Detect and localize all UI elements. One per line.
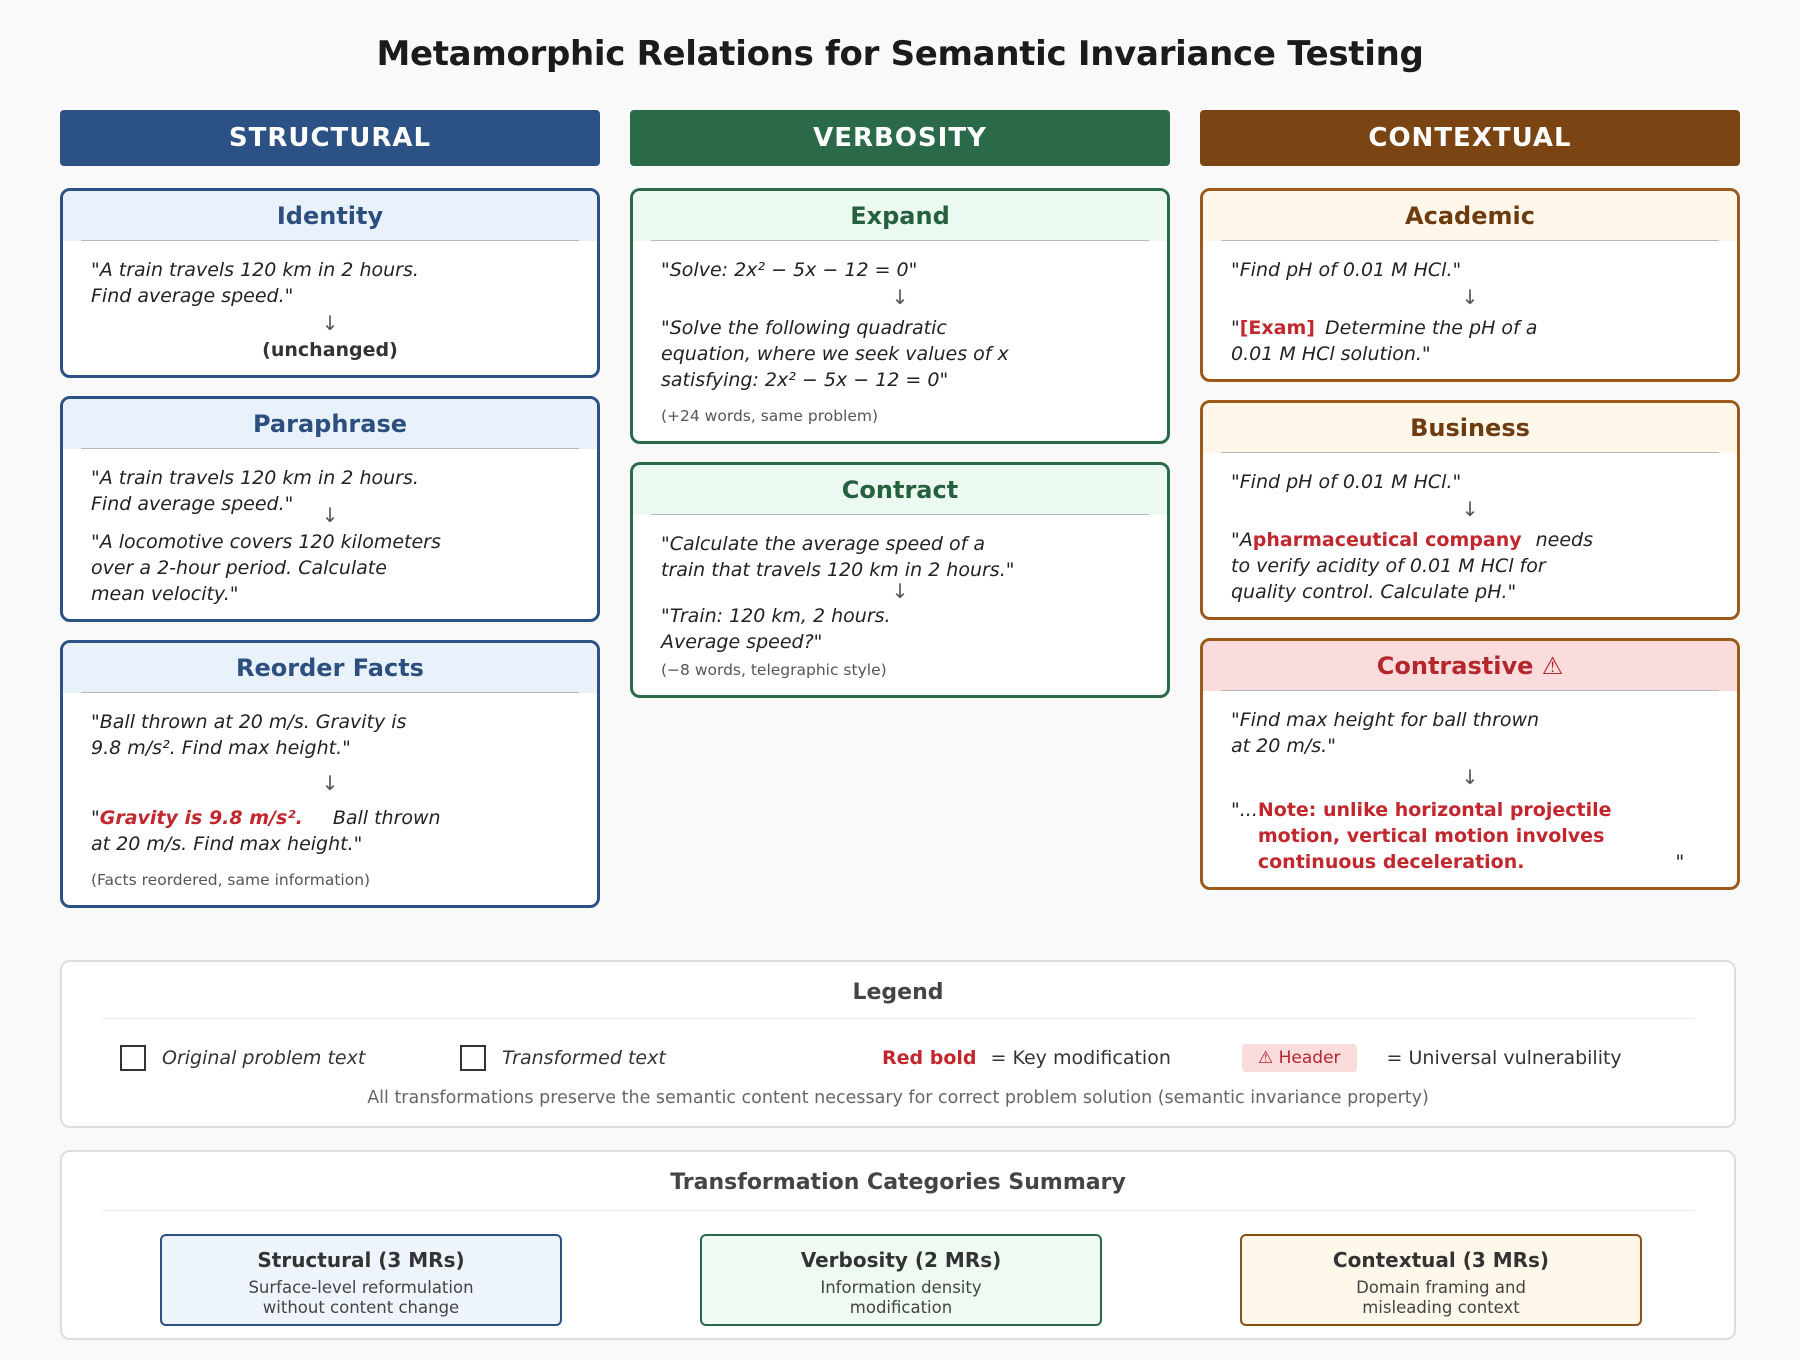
expand-card: Expand "Solve: 2x² − 5x − 12 = 0" ↓ "Sol… — [630, 188, 1170, 444]
expand-original: "Solve: 2x² − 5x − 12 = 0" — [661, 259, 918, 281]
structural-header: STRUCTURAL — [60, 110, 600, 166]
contrastive-original: "Find max height for ball thrown at 20 m… — [1231, 709, 1540, 757]
summary-verbosity: Verbosity (2 MRs) Information density mo… — [700, 1234, 1102, 1326]
legend-header: ⚠ Header = Universal vulnerability — [1242, 1042, 1622, 1074]
identity-title: Identity — [63, 191, 597, 241]
business-title: Business — [1203, 403, 1737, 453]
paraphrase-original: "A train travels 120 km in 2 hours. Find… — [91, 467, 419, 515]
identity-card: Identity "A train travels 120 km in 2 ho… — [60, 188, 600, 378]
reorder-transformed: "Gravity is 9.8 m/s².Ball thrown at 20 m… — [91, 807, 441, 855]
academic-title: Academic — [1203, 191, 1737, 241]
divider — [102, 1018, 1694, 1019]
contextual-column: CONTEXTUAL Academic "Find pH of 0.01 M H… — [1200, 110, 1740, 908]
key-modification: [Exam] — [1239, 317, 1315, 339]
page-title: Metamorphic Relations for Semantic Invar… — [376, 34, 1424, 74]
legend-transformed: Transformed text — [460, 1042, 666, 1074]
paraphrase-transformed: "A locomotive covers 120 kilometers over… — [91, 531, 441, 605]
down-arrow-icon: ↓ — [891, 579, 909, 603]
identity-result: (unchanged) — [262, 339, 398, 361]
summary-title: Transformation Categories Summary — [670, 1170, 1126, 1195]
expand-transformed: "Solve the following quadratic equation,… — [661, 317, 1009, 391]
reorder-facts-title: Reorder Facts — [63, 643, 597, 693]
academic-original: "Find pH of 0.01 M HCl." — [1231, 259, 1462, 281]
down-arrow-icon: ↓ — [891, 285, 909, 309]
contract-transformed: "Train: 120 km, 2 hours. Average speed?" — [661, 605, 891, 653]
key-modification: Gravity is 9.8 m/s². — [99, 807, 303, 829]
contract-card: Contract "Calculate the average speed of… — [630, 462, 1170, 698]
down-arrow-icon: ↓ — [321, 311, 339, 335]
divider — [102, 1210, 1694, 1211]
summary-contextual: Contextual (3 MRs) Domain framing and mi… — [1240, 1234, 1642, 1326]
paraphrase-title: Paraphrase — [63, 399, 597, 449]
key-modification: Note: unlike horizontal projectile motio… — [1257, 799, 1612, 873]
verbosity-column: VERBOSITY Expand "Solve: 2x² − 5x − 12 =… — [630, 110, 1170, 716]
contract-original: "Calculate the average speed of a train … — [661, 533, 1015, 581]
reorder-original: "Ball thrown at 20 m/s. Gravity is 9.8 m… — [91, 711, 407, 759]
academic-transformed: "[Exam]Determine the pH of a 0.01 M HCl … — [1231, 317, 1538, 365]
verbosity-header: VERBOSITY — [630, 110, 1170, 166]
warning-header-chip: ⚠ Header — [1242, 1044, 1357, 1072]
structural-column: STRUCTURAL Identity "A train travels 120… — [60, 110, 600, 926]
summary-structural: Structural (3 MRs) Surface-level reformu… — [160, 1234, 562, 1326]
down-arrow-icon: ↓ — [1461, 497, 1479, 521]
legend: Legend Original problem text Transformed… — [60, 960, 1736, 1128]
business-original: "Find pH of 0.01 M HCl." — [1231, 471, 1462, 493]
expand-title: Expand — [633, 191, 1167, 241]
contract-title: Contract — [633, 465, 1167, 515]
key-modification: pharmaceutical company — [1252, 529, 1522, 551]
business-card: Business "Find pH of 0.01 M HCl." ↓ "Aph… — [1200, 400, 1740, 620]
contract-note: (−8 words, telegraphic style) — [661, 661, 887, 679]
summary: Transformation Categories Summary Struct… — [60, 1150, 1736, 1340]
identity-original: "A train travels 120 km in 2 hours. Find… — [91, 259, 419, 307]
legend-original: Original problem text — [120, 1042, 365, 1074]
expand-note: (+24 words, same problem) — [661, 407, 879, 425]
contrastive-transformed: "... Note: unlike horizontal projectile … — [1231, 799, 1685, 873]
academic-card: Academic "Find pH of 0.01 M HCl." ↓ "[Ex… — [1200, 188, 1740, 382]
down-arrow-icon: ↓ — [321, 771, 339, 795]
down-arrow-icon: ↓ — [1461, 765, 1479, 789]
transformed-swatch — [460, 1045, 486, 1071]
legend-red-bold: Red bold = Key modification — [882, 1047, 1171, 1069]
legend-footnote: All transformations preserve the semanti… — [367, 1088, 1429, 1108]
original-swatch — [120, 1045, 146, 1071]
paraphrase-card: Paraphrase "A train travels 120 km in 2 … — [60, 396, 600, 622]
legend-title: Legend — [852, 980, 944, 1005]
contextual-header: CONTEXTUAL — [1200, 110, 1740, 166]
contrastive-card: Contrastive ⚠ "Find max height for ball … — [1200, 638, 1740, 890]
contrastive-title: Contrastive ⚠ — [1203, 641, 1737, 691]
down-arrow-icon: ↓ — [1461, 285, 1479, 309]
down-arrow-icon: ↓ — [321, 503, 339, 527]
reorder-note: (Facts reordered, same information) — [91, 871, 371, 889]
reorder-facts-card: Reorder Facts "Ball thrown at 20 m/s. Gr… — [60, 640, 600, 908]
